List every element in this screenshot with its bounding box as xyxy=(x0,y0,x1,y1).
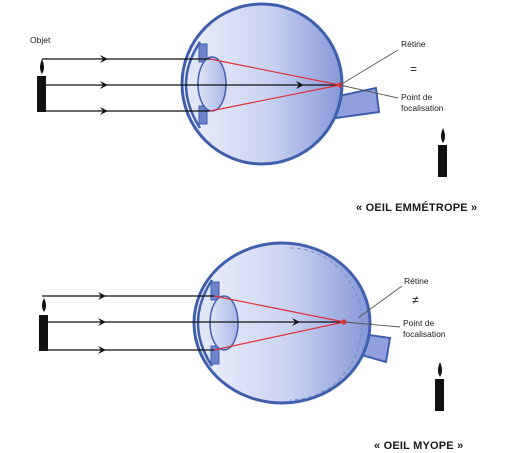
not-equal-symbol: ≠ xyxy=(412,293,419,307)
emmetrope-eye-section: Objet Rétine = Point de focalisation « O… xyxy=(30,2,477,214)
lens xyxy=(209,295,239,351)
iris-top xyxy=(210,281,220,301)
iris-bottom xyxy=(210,345,220,365)
object-candle-icon xyxy=(39,298,48,351)
object-label: Objet xyxy=(30,35,51,45)
equal-symbol: = xyxy=(410,62,417,76)
image-candle-icon xyxy=(438,128,447,177)
focus-label-line2: focalisation xyxy=(401,103,444,113)
cornea xyxy=(196,279,214,367)
retina-pointer xyxy=(339,49,399,86)
incoming-rays xyxy=(42,295,344,351)
ray-arrowheads xyxy=(100,55,304,115)
myope-title: « OEIL MYOPE » xyxy=(374,440,463,452)
eyeball xyxy=(192,241,372,405)
retina-label: Rétine xyxy=(401,39,426,49)
lens xyxy=(197,56,227,112)
focus-label-line1: Point de xyxy=(401,92,432,102)
emmetrope-title: « OEIL EMMÉTROPE » xyxy=(356,201,477,214)
focus-pointer xyxy=(343,321,401,328)
refracted-rays xyxy=(213,295,345,351)
normal-eye-outline xyxy=(289,247,363,401)
focus-pointer xyxy=(339,84,399,99)
object-candle-icon xyxy=(37,59,46,112)
focus-label-line1: Point de xyxy=(403,318,434,328)
focus-label-line2: focalisation xyxy=(403,329,446,339)
incoming-rays xyxy=(42,58,340,112)
refracted-rays xyxy=(209,58,341,112)
ray-arrowheads xyxy=(98,292,300,354)
myope-eye-section: Rétine ≠ Point de focalisation « OEIL MY… xyxy=(39,241,463,452)
retina-label: Rétine xyxy=(404,276,429,286)
image-candle-icon xyxy=(435,362,444,411)
retina-pointer xyxy=(357,285,403,319)
